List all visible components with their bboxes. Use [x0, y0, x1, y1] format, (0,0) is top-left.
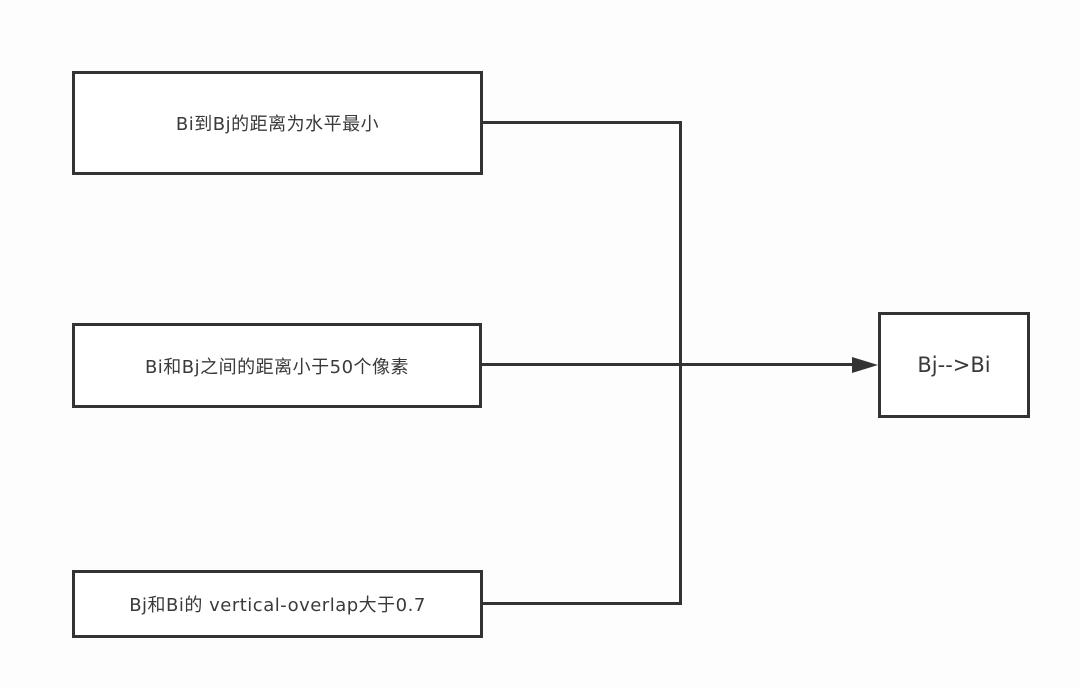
arrowhead-icon	[852, 357, 878, 373]
connector-top-horizontal	[483, 121, 682, 124]
node-condition-distance-50px: Bi和Bj之间的距离小于50个像素	[72, 323, 482, 408]
node-label: Bi到Bj的距离为水平最小	[175, 114, 380, 135]
node-condition-vertical-overlap: Bj和Bi的 vertical-overlap大于0.7	[72, 570, 483, 638]
node-label: Bj-->Bi	[917, 353, 991, 377]
node-result-bj-to-bi: Bj-->Bi	[878, 312, 1030, 418]
connector-arrow-shaft	[482, 363, 853, 366]
node-label: Bi和Bj之间的距离小于50个像素	[144, 356, 410, 378]
node-condition-horizontal-min: Bi到Bj的距离为水平最小	[72, 71, 483, 175]
node-label: Bj和Bi的 vertical-overlap大于0.7	[129, 595, 426, 616]
connector-bottom-horizontal	[483, 602, 682, 605]
